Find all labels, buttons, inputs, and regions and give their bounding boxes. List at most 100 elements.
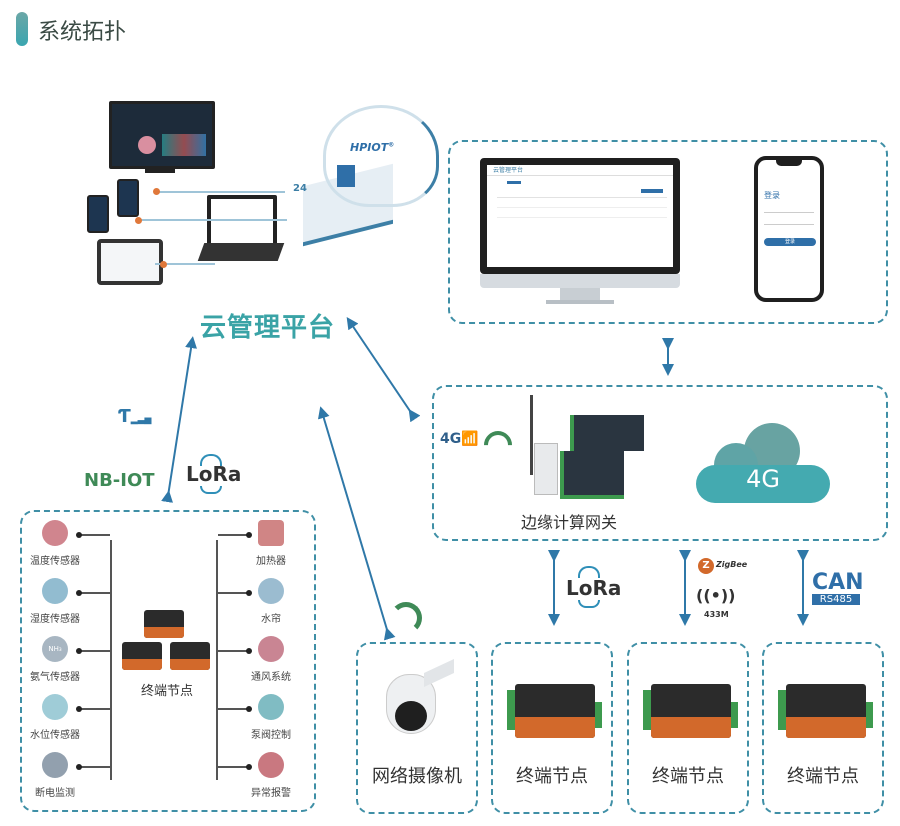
connector-dot (76, 648, 82, 654)
terminal-node-box: 终端节点 (491, 642, 613, 814)
connector-dot (76, 590, 82, 596)
page-title: 系统拓扑 (38, 20, 127, 45)
phone-icon (87, 195, 109, 233)
actuator-label: 加热器 (256, 556, 286, 567)
sensor-label: 温度传感器 (30, 556, 80, 567)
connector-dot (76, 706, 82, 712)
phone-login-button: 登录 (764, 238, 816, 246)
arrow-gateway-to-cloud (346, 317, 421, 423)
arrow-nbiot-to-cloud (161, 336, 198, 503)
connector-dot (246, 590, 252, 596)
sensor-label: 氨气传感器 (30, 672, 80, 683)
actuator-label: 水帘 (261, 614, 281, 625)
4g-cloud-label: 4G (746, 465, 780, 493)
registered-mark: ® (388, 141, 395, 149)
connector-line (78, 534, 110, 536)
web-app-title: 云管理平台 (487, 165, 673, 176)
terminal-node-device-icon (122, 642, 162, 670)
sensor-label: 湿度传感器 (30, 614, 80, 625)
lora-downlink-icon: LoRa (566, 566, 626, 610)
rf-signal-icon: ((•)) (696, 586, 736, 605)
connector-line (218, 766, 248, 768)
connector-line (78, 592, 110, 594)
fan-icon (258, 636, 284, 662)
4g-cloud-icon: 4G (696, 423, 830, 507)
web-monitor-icon: 云管理平台 (480, 158, 680, 274)
lora-uplink-label: LoRa (186, 462, 242, 486)
4g-signal-label: 4G (440, 431, 462, 447)
terminal-device-icon (515, 684, 595, 738)
terminal-device-icon (786, 684, 866, 738)
actuator-label: 通风系统 (251, 672, 291, 683)
mobile-phone-icon: 登录 登录 (754, 156, 824, 302)
sensor-label: 水位传感器 (30, 730, 80, 741)
connector-line (218, 592, 248, 594)
connector-dot (76, 764, 82, 770)
platform-badge: 24 (293, 183, 307, 194)
alarm-bolt-icon (258, 752, 284, 778)
rs485-label: RS485 (812, 594, 860, 605)
edge-gateway-box: 4G📶 边缘计算网关 4G (432, 385, 888, 541)
humidity-gauge-icon (42, 578, 68, 604)
nbiot-label: NB-IOT (84, 470, 155, 491)
terminal-node-box: 终端节点 (627, 642, 749, 814)
lora-downlink-label: LoRa (566, 576, 622, 600)
wifi-signal-icon (478, 425, 518, 465)
gateway-antenna (530, 395, 533, 475)
lora-uplink-icon: LoRa (186, 454, 246, 494)
node-label: 终端节点 (787, 766, 859, 787)
edge-gateway-label: 边缘计算网关 (520, 513, 617, 532)
connector-line (78, 650, 110, 652)
zigbee-logo-icon: Z (698, 558, 714, 574)
heater-icon (258, 520, 284, 546)
sensor-actuator-box: 温度传感器湿度传感器 NH₃ 氨气传感器水位传感器断电监测 加热器水帘通风系统泵阀控… (20, 510, 316, 812)
zigbee-label: ZigBee (716, 560, 748, 569)
arrow-camera-to-cloud (317, 406, 396, 641)
connector-line (218, 708, 248, 710)
title-accent-bar (16, 12, 28, 46)
rf433-label: 433M (704, 610, 729, 619)
connector-dot (246, 706, 252, 712)
actuator-label: 异常报警 (251, 788, 291, 799)
cloud-platform-illustration: 24 HPIOT® (75, 95, 445, 285)
gateway-device-icon (534, 443, 558, 495)
hpiot-brand: HPIOT (350, 141, 389, 154)
pump-valve-icon (258, 694, 284, 720)
connector-line (78, 766, 110, 768)
can-label: CAN (812, 570, 864, 595)
phone-icon (117, 179, 139, 217)
terminal-node-device-icon (144, 610, 184, 638)
thermometer-icon (42, 520, 68, 546)
camera-node-box: 网络摄像机 (356, 642, 478, 814)
node-label: 终端节点 (516, 766, 588, 787)
connector-line (218, 534, 248, 536)
connector-line (78, 708, 110, 710)
hpiot-cloud-icon (323, 105, 439, 207)
desktop-monitor-icon (109, 101, 215, 169)
cloud-platform-label: 云管理平台 (200, 313, 336, 343)
power-plug-icon (42, 752, 68, 778)
connector-dot (246, 648, 252, 654)
client-apps-box: 云管理平台 登录 登录 (448, 140, 888, 324)
ammonia-sensor-icon: NH₃ (42, 636, 68, 662)
connector-dot (246, 764, 252, 770)
tablet-icon (97, 239, 163, 285)
laptop-icon (207, 195, 277, 247)
sensor-label: 断电监测 (35, 788, 75, 799)
terminal-node-box: 终端节点 (762, 642, 884, 814)
water-level-icon (42, 694, 68, 720)
connector-dot (76, 532, 82, 538)
terminal-node-device-icon (170, 642, 210, 670)
connector-dot (246, 532, 252, 538)
node-label: 终端节点 (652, 766, 724, 787)
terminal-device-icon (651, 684, 731, 738)
actuator-label: 泵阀控制 (251, 730, 291, 741)
4g-tower-icon: 4G📶 (440, 431, 479, 447)
node-label: 网络摄像机 (372, 766, 462, 787)
phone-login-title: 登录 (764, 191, 780, 200)
water-curtain-icon (258, 578, 284, 604)
antenna-signal-icon: Ƭ▂▃▅ (118, 406, 152, 427)
wifi-camera-icon (390, 602, 422, 634)
terminal-node-center-label: 终端节点 (140, 684, 193, 699)
